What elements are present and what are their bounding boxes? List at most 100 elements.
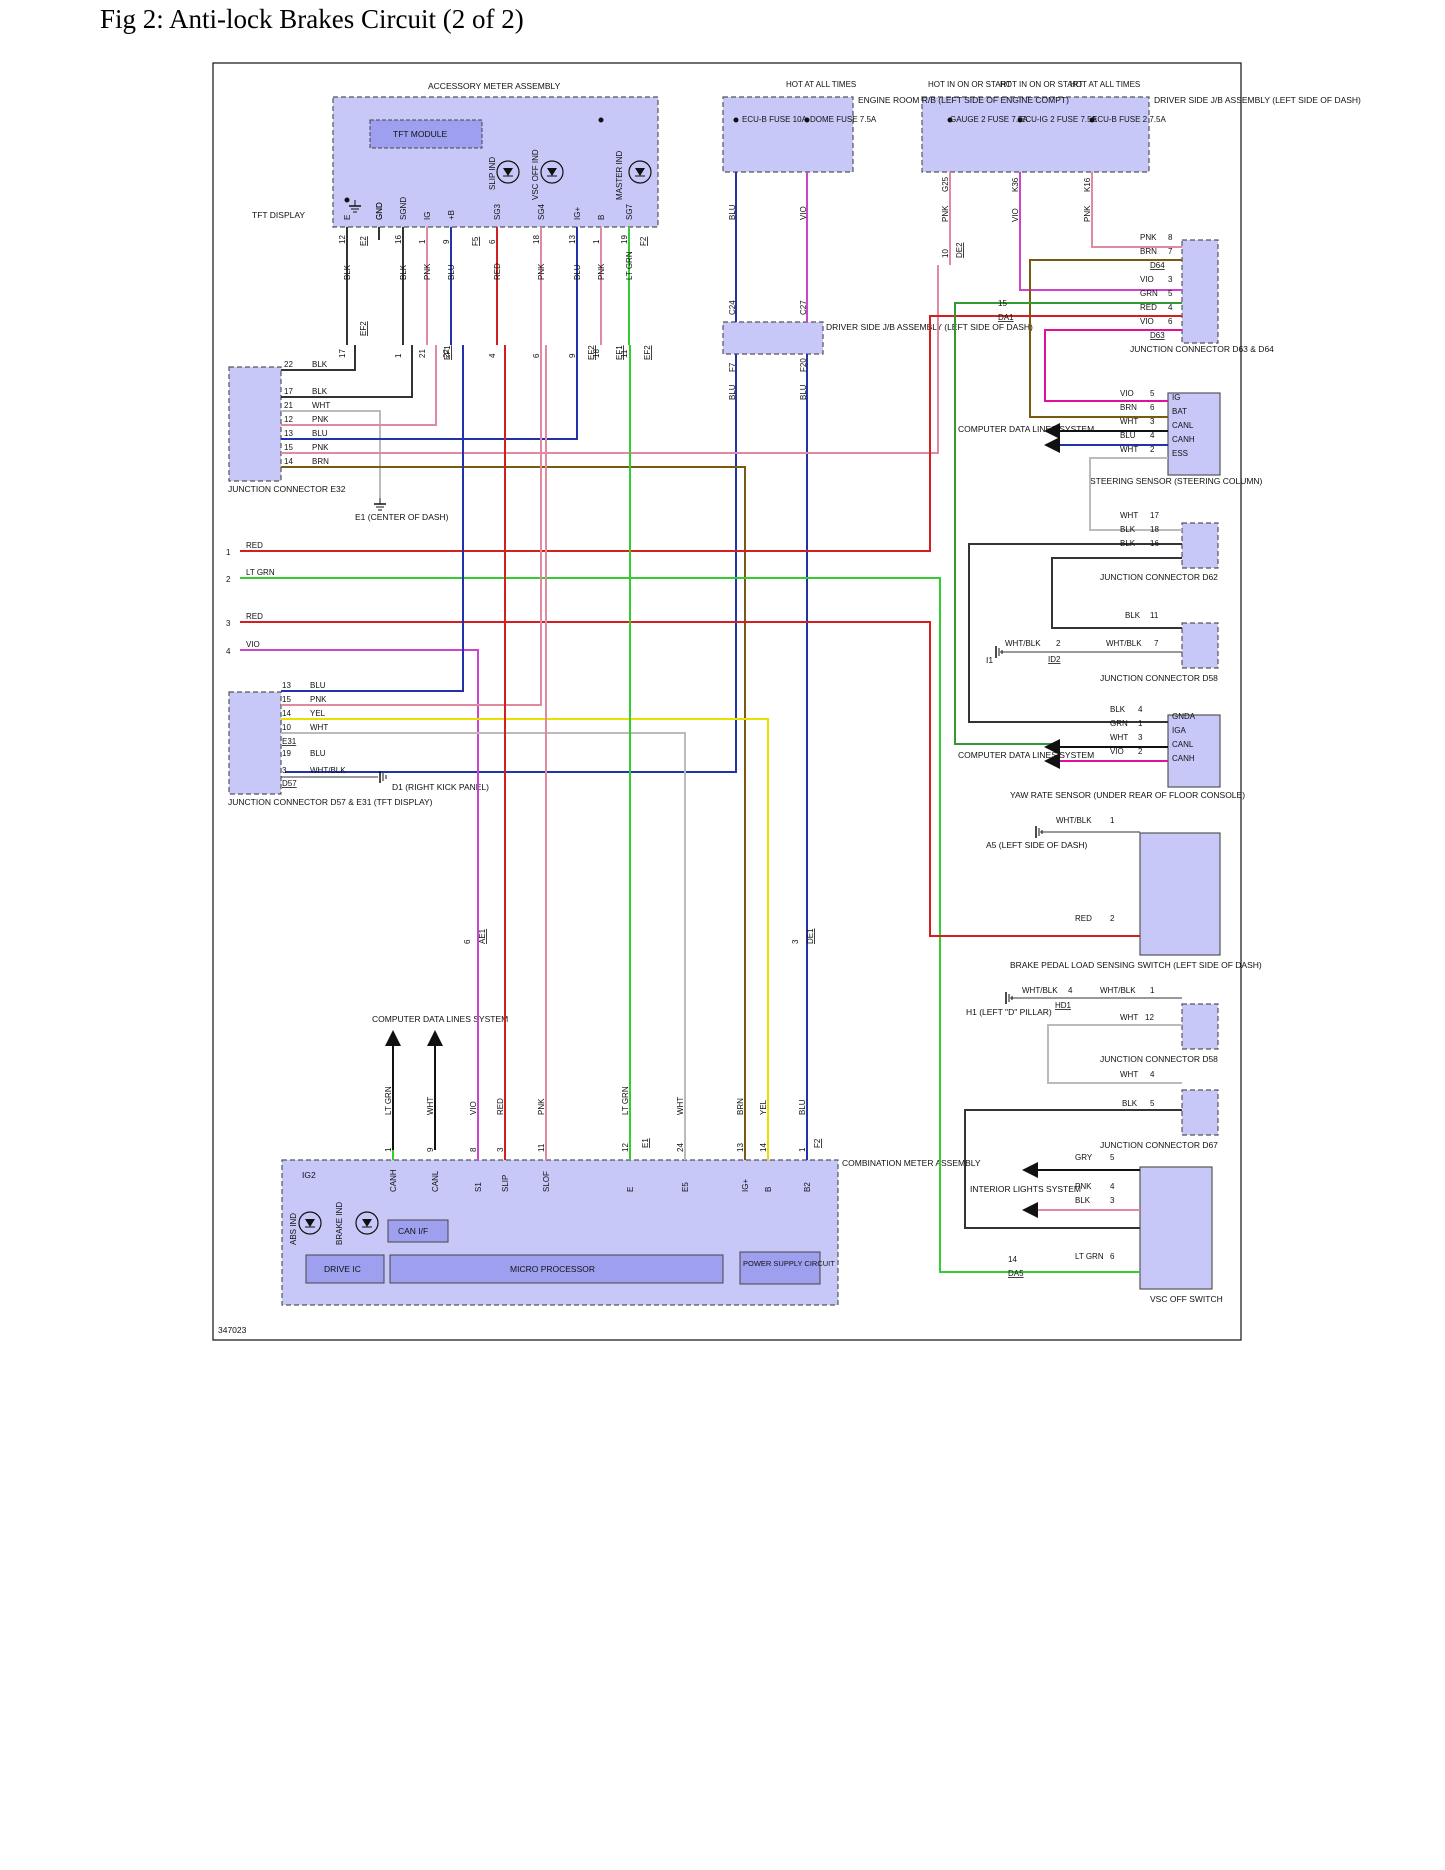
d62-pin-1: 18 — [1150, 525, 1159, 534]
power-supply-label: POWER SUPPLY CIRCUIT — [743, 1259, 835, 1268]
meter-pin-1: GND — [375, 202, 384, 220]
d63-pin-3: 6 — [1168, 317, 1173, 326]
meter-wire-label-8: PNK — [597, 263, 606, 280]
d63-wire-1: GRN — [1140, 289, 1158, 298]
fuse-low-wire-0 — [285, 354, 737, 773]
d58a-whtblk-2: WHT/BLK — [1106, 639, 1142, 648]
d67-p4: 4 — [1150, 1070, 1155, 1079]
meter-wire-label-0: BLK — [343, 264, 352, 280]
d67-blk-wire — [964, 1109, 1182, 1229]
jc-d57-e31-label: JUNCTION CONNECTOR D57 & E31 (TFT DISPLA… — [228, 797, 433, 807]
h1-p12: 12 — [1145, 1013, 1154, 1022]
driver-jb-mid-box — [722, 321, 824, 355]
bottom-num-8: 14 — [759, 1143, 768, 1152]
meter-wire-label-9: LT GRN — [625, 251, 634, 280]
accessory-meter-box — [332, 96, 659, 228]
a5-ground — [1035, 826, 1043, 838]
bottom-num-6: 24 — [676, 1143, 685, 1152]
e31-pin-0: 13 — [282, 681, 291, 690]
d58a-p7: 7 — [1154, 639, 1159, 648]
jc-d62-label: JUNCTION CONNECTOR D62 — [1100, 572, 1218, 582]
jc-d58-label: JUNCTION CONNECTOR D58 — [1100, 673, 1218, 683]
vsc-pin-0: 5 — [1110, 1153, 1115, 1162]
meter-low-num-9: 11 — [620, 349, 629, 358]
brake-ind-led — [355, 1211, 379, 1235]
yaw-rate-label: YAW RATE SENSOR (UNDER REAR OF FLOOR CON… — [1010, 790, 1245, 800]
meter-low-num-4: 22 — [442, 349, 451, 358]
e32-15-pnk — [281, 265, 939, 454]
e32-wire-5: PNK — [312, 443, 329, 452]
meter-pin-num-5: 6 — [488, 239, 497, 244]
master-ind-label: MASTER IND — [615, 150, 624, 200]
e31-pin-4: 19 — [282, 749, 291, 758]
abs-ind-label: ABS IND — [289, 1213, 298, 1245]
junction-dot-3 — [804, 117, 810, 123]
yaw-wire-1: GRN — [1110, 719, 1128, 728]
ecu-ig2-fuse-label: ECU-IG 2 FUSE 7.5A — [1020, 115, 1098, 124]
vsc-pin-3: 6 — [1110, 1252, 1115, 1261]
junction-dot-4 — [947, 117, 953, 123]
yaw-rate-box — [1167, 714, 1221, 788]
steer-wire-4: WHT — [1120, 445, 1138, 454]
meter-pin-2: SGND — [399, 197, 408, 220]
d63-grn — [954, 302, 1182, 745]
bottom-num-9: 1 — [798, 1147, 807, 1152]
vsc-off-ind-led — [540, 160, 564, 184]
h1-w2: WHT/BLK — [1100, 986, 1136, 995]
bottom-num-1: 9 — [426, 1147, 435, 1152]
yaw-func-3: CANH — [1172, 754, 1195, 763]
ecu-b-fuse-label: ECU-B FUSE 10A — [742, 115, 808, 124]
vsc-wire-0: GRY — [1075, 1153, 1093, 1162]
d1-ground-label: D1 (RIGHT KICK PANEL) — [392, 782, 489, 792]
d58a-blk: BLK — [1125, 611, 1141, 620]
e32-pin-1: 17 — [284, 387, 293, 396]
d1-ground — [379, 771, 387, 783]
left-line-num-1: 2 — [226, 575, 231, 584]
h1-w1: WHT/BLK — [1022, 986, 1058, 995]
da5-num: 14 — [1008, 1255, 1017, 1264]
e32-wire-1: BLK — [312, 387, 328, 396]
e31-pin-1: 15 — [282, 695, 291, 704]
conn-e2-top: E2 — [359, 236, 368, 246]
gauge2-fuse-label: GAUGE 2 FUSE 7.5A — [950, 115, 1028, 124]
jc-d58b-label: JUNCTION CONNECTOR D58 — [1100, 1054, 1218, 1064]
hot-label-4: HOT AT ALL TIMES — [1070, 80, 1140, 89]
line1-red — [240, 315, 1182, 552]
e32-wire-0: BLK — [312, 360, 328, 369]
vsc-off-box — [1139, 1166, 1213, 1290]
figure-id: 347023 — [218, 1325, 247, 1335]
bottom-pin-1: CANL — [431, 1170, 440, 1192]
conn-da1: DA1 — [998, 313, 1014, 322]
meter-low-num-2: 1 — [394, 353, 403, 358]
yaw-pin-2: 3 — [1138, 733, 1143, 742]
brake-pedal-label: BRAKE PEDAL LOAD SENSING SWITCH (LEFT SI… — [1010, 960, 1262, 970]
meter-low-num-0: 17 — [338, 349, 347, 358]
bottom-wire-label-7: BRN — [736, 1098, 745, 1115]
conn-d64: D64 — [1150, 261, 1165, 270]
power-supply-box — [739, 1251, 821, 1285]
bottom-num-4: 11 — [537, 1143, 546, 1152]
meter-wire-label-7: BLU — [573, 264, 582, 280]
steer-ess — [1089, 457, 1182, 531]
engine-room-fuse-box — [722, 96, 854, 173]
meter-gnd-pin: GND — [375, 202, 384, 220]
bottom-pin-4: SLOF — [542, 1171, 551, 1192]
figure-title: Fig 2: Anti-lock Brakes Circuit (2 of 2) — [100, 4, 524, 34]
steering-sensor-label: STEERING SENSOR (STEERING COLUMN) — [1090, 476, 1263, 486]
meter-pin-num-0: 12 — [338, 235, 347, 244]
meter-wire-label-5: RED — [493, 263, 502, 280]
ig2-vio — [1019, 172, 1182, 291]
cdls-1-label: COMPUTER DATA LINES SYSTEM — [958, 424, 1094, 434]
junction-dot-0 — [344, 197, 350, 203]
steer-func-1: BAT — [1172, 407, 1187, 416]
e32-pin-6: 14 — [284, 457, 293, 466]
meter-pin-num-3: 1 — [418, 239, 427, 244]
left-line-label-0: RED — [246, 541, 263, 550]
fuse-low-1: F20 — [799, 358, 808, 372]
conn-ef1-a: EF1 — [443, 345, 452, 360]
meter-pin-5: SG3 — [493, 203, 502, 220]
dome-fuse-label: DOME FUSE 7.5A — [810, 115, 877, 124]
yaw-wire-3: VIO — [1110, 747, 1124, 756]
de2-num: 10 — [941, 249, 950, 258]
line2-ltgrn — [240, 577, 1140, 1273]
